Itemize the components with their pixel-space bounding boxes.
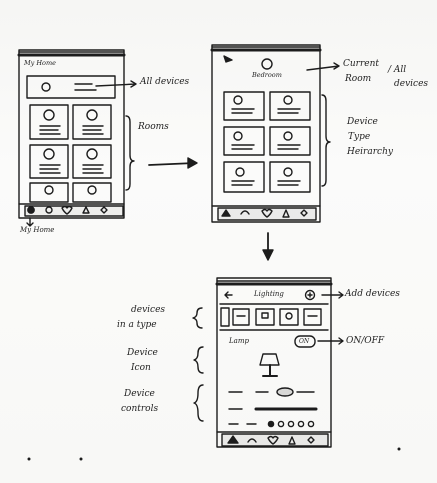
screen3-toggle-text: ON	[299, 338, 310, 345]
annotation-current-room: Current	[343, 59, 380, 69]
annotation-device-icon-1: Device	[127, 348, 158, 358]
screen3-phone-frame	[215, 277, 333, 448]
annotation-device-controls-2: controls	[121, 404, 159, 414]
screen3-header	[224, 289, 316, 301]
screen1-room-grid	[29, 104, 112, 203]
annotation-all-devices-2: / All	[388, 65, 407, 75]
annotation-all-devices-3: devices	[394, 79, 429, 89]
screen3-lamp-icon	[259, 353, 280, 377]
screen3-controls	[228, 387, 318, 428]
annotation-current-room-2: Room	[345, 74, 372, 84]
screen1-bottom-label: My Home	[20, 226, 55, 234]
screen1-all-devices-card	[26, 75, 116, 99]
screen1-bottom-nav	[18, 203, 125, 217]
annotation-all-devices: All devices	[140, 77, 190, 87]
annotation-device-controls-1: Device	[124, 389, 155, 399]
screen2-header	[223, 55, 273, 70]
annotation-rooms: Rooms	[138, 122, 169, 132]
annotation-on-off: ON/OFF	[346, 336, 385, 346]
annotation-device-type-3: Heirarchy	[347, 147, 393, 157]
annotation-add-devices: Add devices	[345, 289, 400, 299]
screen2-device-type-grid	[223, 91, 311, 193]
screen3-bottom-nav	[216, 431, 332, 447]
annotation-device-icon-2: Icon	[131, 363, 151, 373]
screen3-device-row	[294, 335, 316, 348]
screen2-bottom-nav	[211, 205, 321, 221]
screen3-device-strip	[219, 303, 329, 331]
screen2-phone-frame	[210, 44, 322, 223]
screen2-header-title: Bedroom	[252, 71, 282, 79]
screen1-header-title: My Home	[24, 59, 56, 67]
screen3-device-label: Lamp	[229, 337, 249, 345]
screen3-header-title: Lighting	[254, 290, 284, 298]
annotation-device-type-2: Type	[348, 132, 371, 142]
screen1-phone-frame	[17, 49, 126, 219]
annotation-device-type-1: Device	[347, 117, 378, 127]
annotation-devices-in-type-1: devices	[131, 305, 166, 315]
annotation-devices-in-type-2: in a type	[117, 320, 157, 330]
